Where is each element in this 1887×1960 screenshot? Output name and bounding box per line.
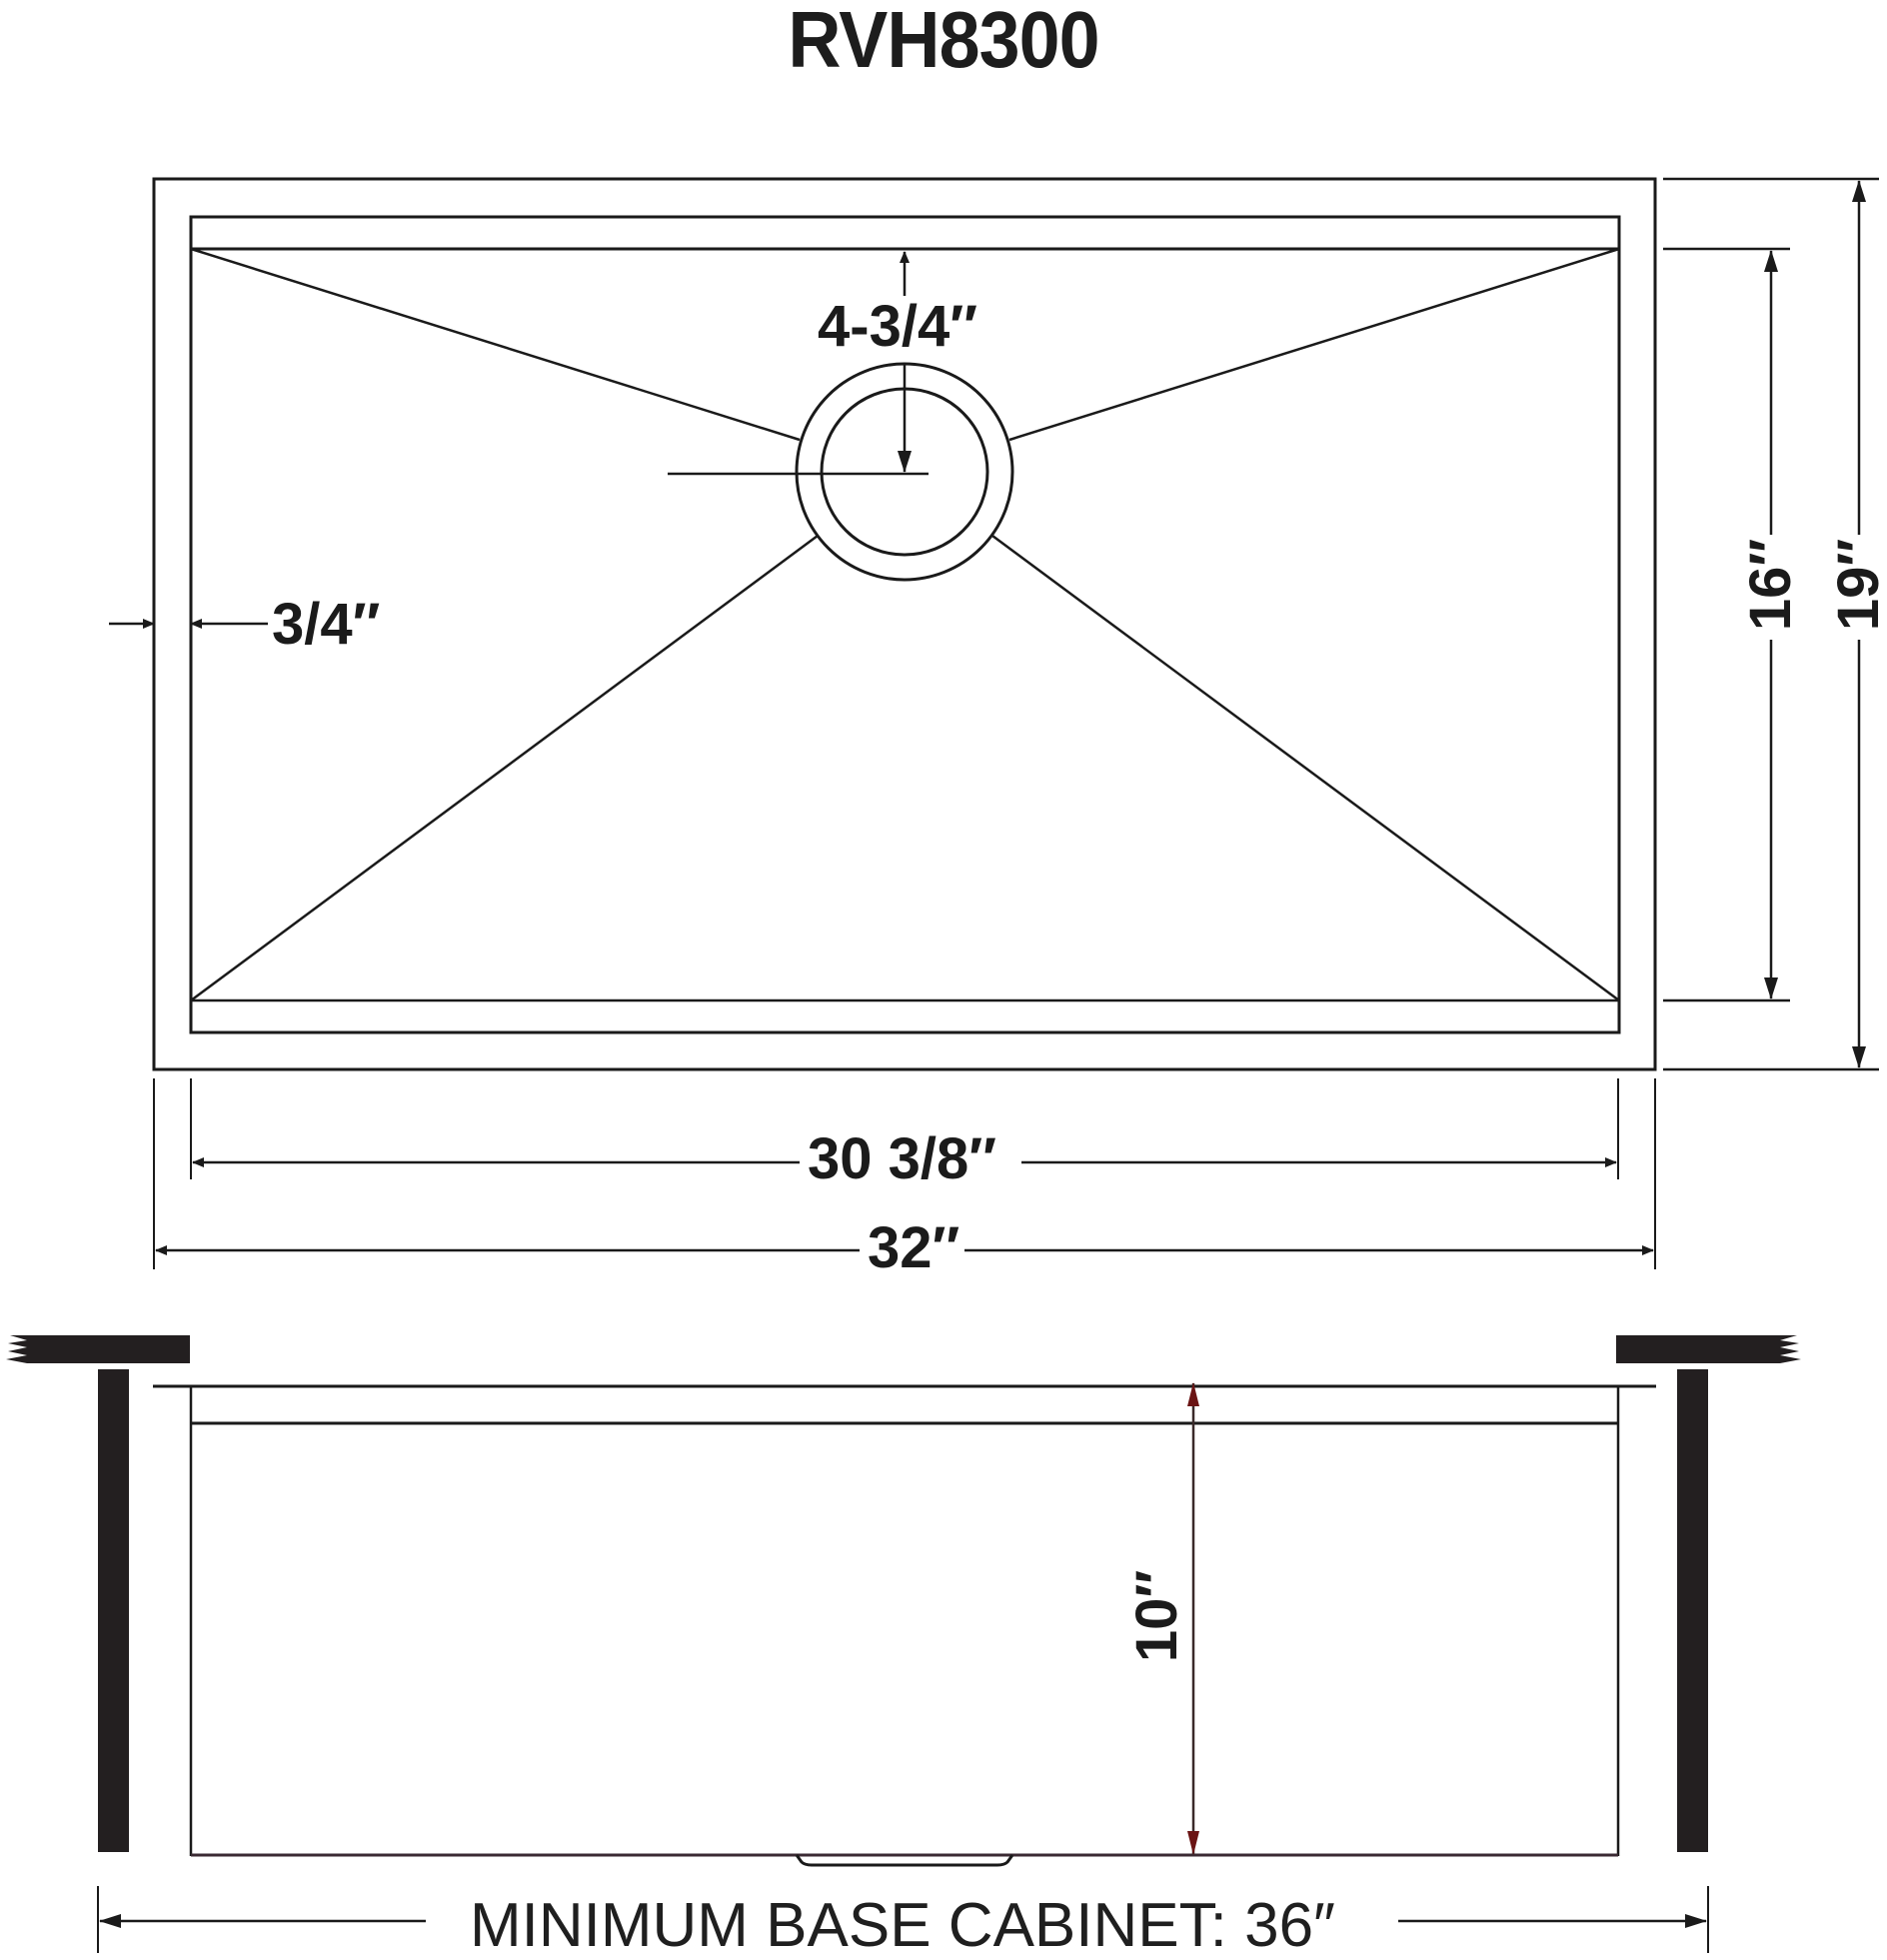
inner-depth-label: 16″: [1738, 538, 1803, 632]
inner-width-label: 30 3/8″: [808, 1126, 997, 1191]
countertop-left: [6, 1335, 190, 1363]
cabinet-wall-left: [98, 1369, 129, 1852]
rim-width-label: 3/4″: [272, 592, 381, 657]
cabinet-size-label: MINIMUM BASE CABINET: 36″: [470, 1891, 1336, 1960]
countertop-right: [1616, 1335, 1801, 1363]
drain-bump-icon: [795, 1854, 1014, 1867]
slope-line-top-right: [1008, 247, 1620, 442]
outer-width-label: 32″: [868, 1215, 960, 1280]
slope-line-bottom-left: [190, 534, 819, 1002]
slope-line-top-left: [190, 247, 801, 442]
top-view: [109, 177, 1879, 1269]
drain-offset-label: 4-3/4″: [818, 294, 977, 359]
slope-line-bottom-right: [991, 534, 1620, 1002]
cabinet-wall-right: [1677, 1369, 1708, 1852]
side-view: [6, 1335, 1801, 1953]
outer-depth-label: 19″: [1826, 538, 1887, 632]
model-title: RVH8300: [788, 0, 1099, 84]
bowl-depth-label: 10″: [1124, 1569, 1189, 1663]
